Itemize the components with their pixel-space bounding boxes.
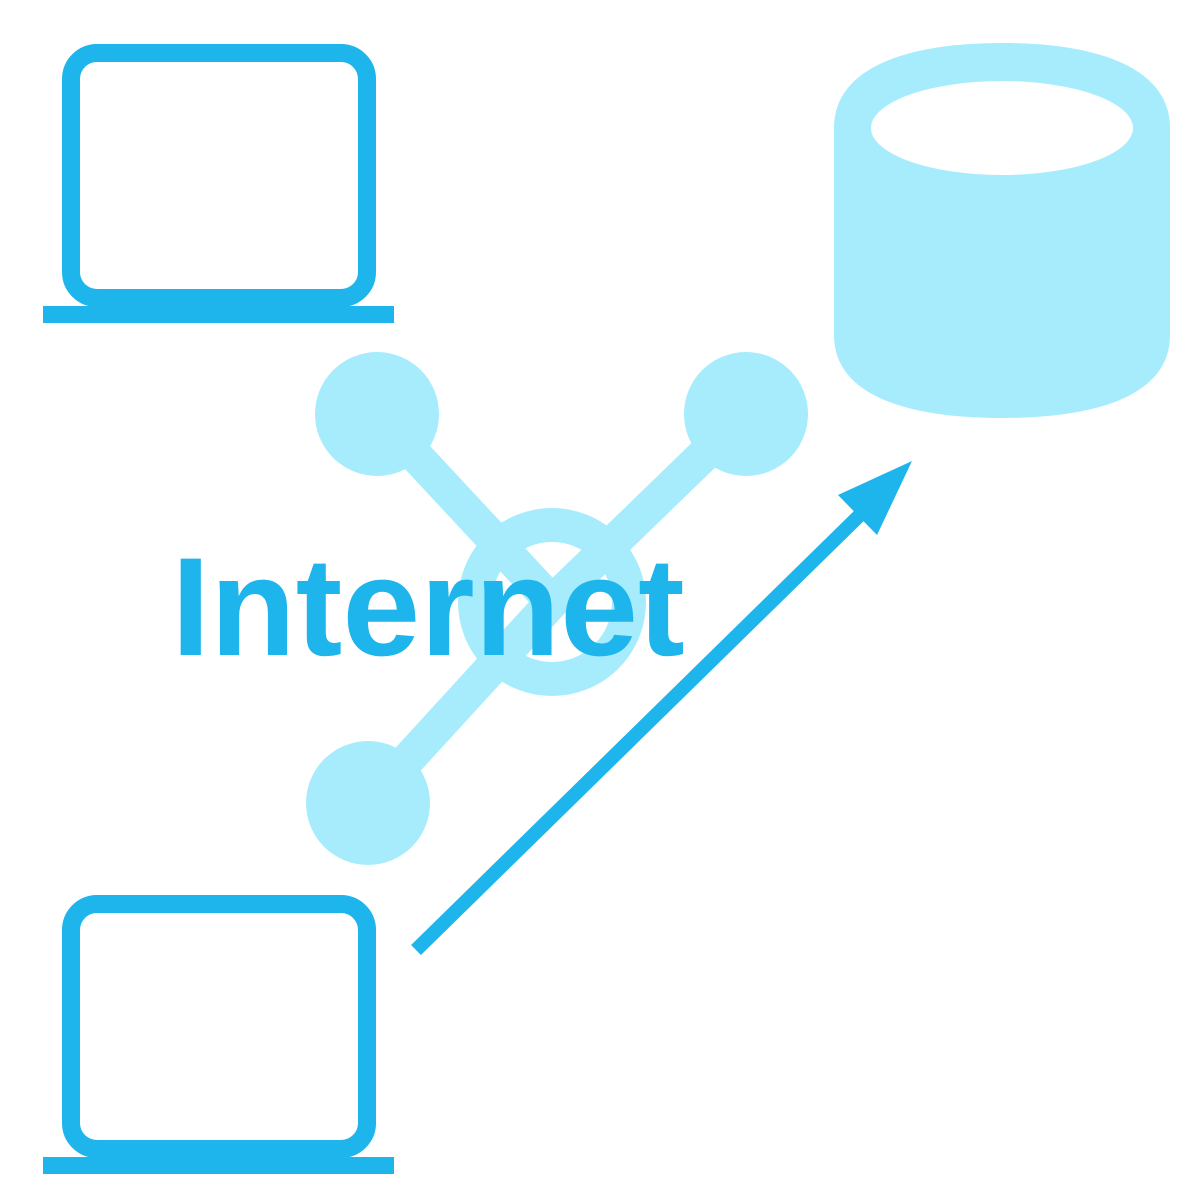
internet-label: Internet	[171, 528, 684, 685]
laptop-icon-bottom	[43, 895, 394, 1174]
network-node	[315, 352, 439, 476]
arrow-head	[838, 461, 912, 535]
database-icon	[834, 43, 1170, 418]
network-center-ring	[458, 508, 646, 696]
arrow-icon	[411, 461, 912, 955]
laptop-screen	[62, 44, 376, 307]
network-node	[684, 352, 808, 476]
laptop-base	[43, 306, 394, 323]
laptop-screen	[62, 895, 376, 1158]
network-node	[306, 741, 430, 865]
arrow-shaft	[411, 504, 871, 955]
database-top-rim	[871, 81, 1133, 175]
laptop-base	[43, 1157, 394, 1174]
laptop-icon-top	[43, 44, 394, 323]
network-hub-icon	[306, 352, 808, 865]
